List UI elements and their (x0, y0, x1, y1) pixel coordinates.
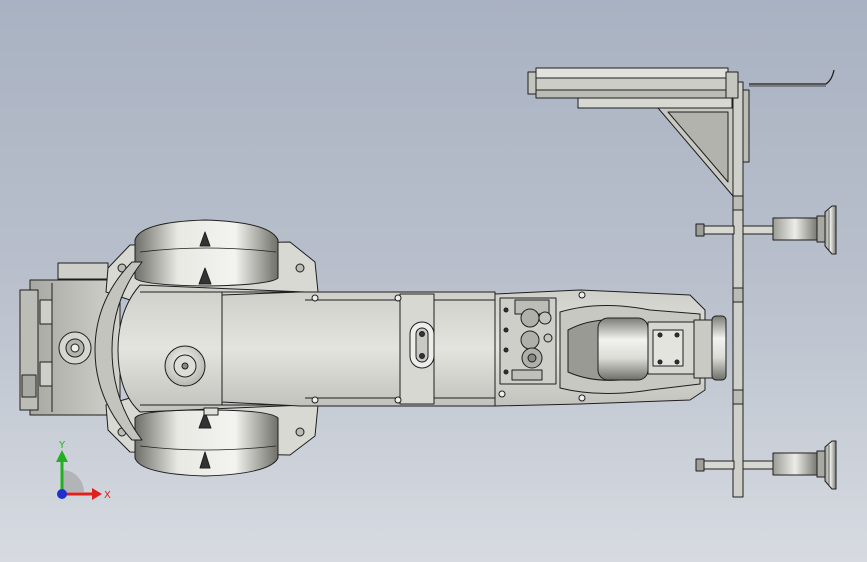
forearm-wrist (559, 305, 727, 395)
coordinate-triad: Y X (56, 440, 111, 501)
triad-y-label: Y (58, 440, 66, 451)
suction-cup-lower (695, 440, 837, 490)
triad-plane-shading (62, 470, 84, 492)
lower-motor-drum (134, 409, 279, 477)
suction-cup-upper (695, 205, 837, 255)
triad-y-arrow (56, 450, 68, 462)
upper-motor-drum (134, 219, 279, 287)
triad-z-axis (57, 489, 67, 499)
end-effector-frame (527, 67, 835, 498)
upper-arm (221, 291, 496, 407)
shoulder-hub (164, 345, 206, 387)
triad-x-label: X (104, 490, 111, 501)
triad-x-arrow (92, 488, 102, 500)
